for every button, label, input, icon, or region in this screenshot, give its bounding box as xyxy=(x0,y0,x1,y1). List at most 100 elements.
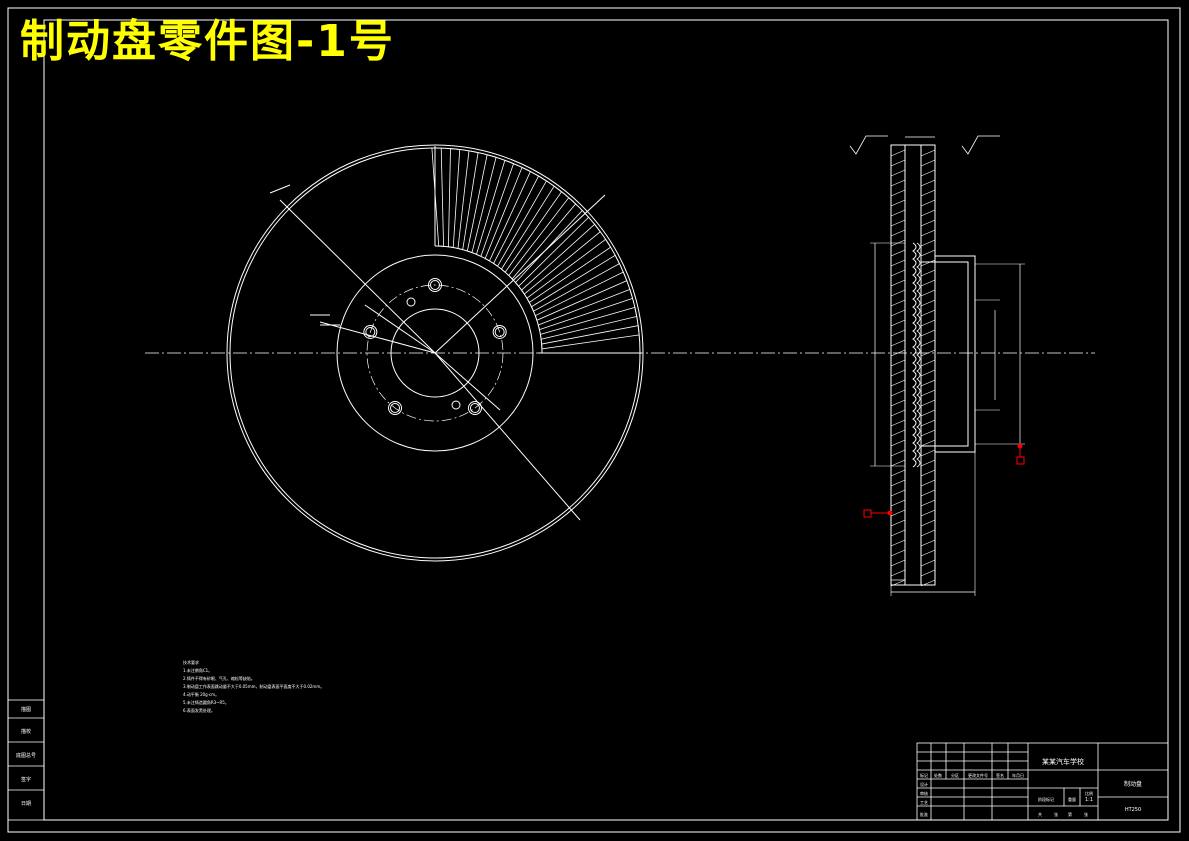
hatch-line xyxy=(890,289,906,297)
hatch-line xyxy=(890,309,906,317)
cooling-vane xyxy=(521,223,601,295)
role-label: 设计 xyxy=(920,781,928,787)
hatch-line xyxy=(920,279,936,287)
role-label: 工艺 xyxy=(920,800,928,805)
hatch-line xyxy=(890,269,906,277)
hatch-line xyxy=(890,329,906,337)
title-block-column: 更改文件号 xyxy=(968,772,988,778)
note-line: 技术要求 xyxy=(183,660,199,665)
hatch-line xyxy=(920,199,936,207)
hatch-line xyxy=(890,549,906,557)
hatch-line xyxy=(920,359,936,367)
hatch-line xyxy=(890,179,906,187)
hatch-line xyxy=(890,399,906,407)
bolt-hole-inner xyxy=(469,403,480,414)
hatch-line xyxy=(890,169,906,177)
drawing-frame xyxy=(7,7,1181,833)
hatch-line xyxy=(890,579,906,587)
hatch-line xyxy=(920,319,936,327)
hatch-line xyxy=(890,199,906,207)
side-strip-label: 签字 xyxy=(21,776,31,783)
friction-ring-outer xyxy=(890,144,936,586)
hatch-line xyxy=(890,249,906,257)
hatch-line xyxy=(890,159,906,167)
hatch-line xyxy=(920,259,936,267)
hatch-line xyxy=(890,499,906,507)
side-strip-label: 描校 xyxy=(21,728,31,735)
hatch-line xyxy=(890,389,906,397)
vent-wave-line xyxy=(912,242,917,468)
bolt-hole xyxy=(388,401,403,416)
hatch-line xyxy=(890,419,906,427)
hatch-line xyxy=(920,179,936,187)
title-block xyxy=(916,742,1169,821)
hatch-boundary xyxy=(434,245,543,354)
role-label: 审核 xyxy=(920,790,928,796)
role-label: 批准 xyxy=(920,811,928,817)
radial-line xyxy=(434,352,581,521)
hatch-line xyxy=(920,249,936,257)
hatch-line xyxy=(890,209,906,217)
hatch-line xyxy=(920,439,936,447)
radial-line xyxy=(279,199,436,354)
hatch-line xyxy=(920,339,936,347)
hatch-line xyxy=(920,579,936,587)
bolt-hole-inner xyxy=(365,326,376,337)
hatch-line xyxy=(920,189,936,197)
hatch-line xyxy=(920,309,936,317)
radial-line xyxy=(434,194,606,354)
vent-wave xyxy=(912,242,921,468)
section-hatch xyxy=(890,149,936,587)
sheet-label: 张 xyxy=(1084,811,1088,817)
hatch-line xyxy=(920,409,936,417)
hatch-line xyxy=(920,289,936,297)
hatch-line xyxy=(890,339,906,347)
radial-line xyxy=(364,304,436,354)
hatch-line xyxy=(920,269,936,277)
part-name: 制动盘 xyxy=(1124,780,1142,788)
sheet-label: 共 xyxy=(1038,811,1042,817)
hatch-line xyxy=(920,229,936,237)
hatch-line xyxy=(920,209,936,217)
hatch-line xyxy=(890,409,906,417)
hatch-line xyxy=(920,559,936,567)
hatch-line xyxy=(890,369,906,377)
hatch-line xyxy=(920,539,936,547)
cooling-vane xyxy=(475,159,515,257)
hatch-line xyxy=(920,459,936,467)
locator-hole xyxy=(451,400,461,410)
hat-inner xyxy=(921,261,969,447)
surface-finish-icon xyxy=(849,135,1000,155)
bolt-hole xyxy=(467,401,482,416)
hatch-line xyxy=(920,299,936,307)
hat-outline xyxy=(336,254,534,452)
note-line: 3.制动盘工作表面跳动量不大于0.05mm，制动盘表面平面度不大于0.02mm。 xyxy=(183,684,325,689)
side-strip-labels: 描图 描校 底图总号 签字 日期 xyxy=(16,706,36,807)
hatch-line xyxy=(890,259,906,267)
hatch-line xyxy=(920,349,936,357)
section-view xyxy=(870,136,1025,596)
hatch-line xyxy=(890,379,906,387)
hatch-line xyxy=(890,439,906,447)
stage-label: 阶段标记 xyxy=(1038,796,1054,802)
hatch-line xyxy=(920,429,936,437)
hatch-line xyxy=(920,329,936,337)
hatch-line xyxy=(890,559,906,567)
bolt-circle xyxy=(366,284,504,422)
title-block-text: 某某汽车学校 制动盘 HT250 1:1 标记 处数 分区 更改文件号 签名 年… xyxy=(920,757,1142,817)
hatch-line xyxy=(890,279,906,287)
hatch-line xyxy=(920,379,936,387)
hatch-line xyxy=(890,569,906,577)
title-block-column: 处数 xyxy=(934,772,942,778)
hatch-line xyxy=(920,149,936,157)
hatch-line xyxy=(920,389,936,397)
hatch-line xyxy=(890,149,906,157)
bolt-hole-inner xyxy=(390,403,401,414)
cooling-vane xyxy=(484,166,531,262)
hatch-line xyxy=(890,429,906,437)
front-view xyxy=(145,144,1095,562)
hatch-line xyxy=(890,489,906,497)
hatch-line xyxy=(890,449,906,457)
side-strip-label: 底图总号 xyxy=(16,752,36,759)
cooling-vane xyxy=(457,150,479,251)
